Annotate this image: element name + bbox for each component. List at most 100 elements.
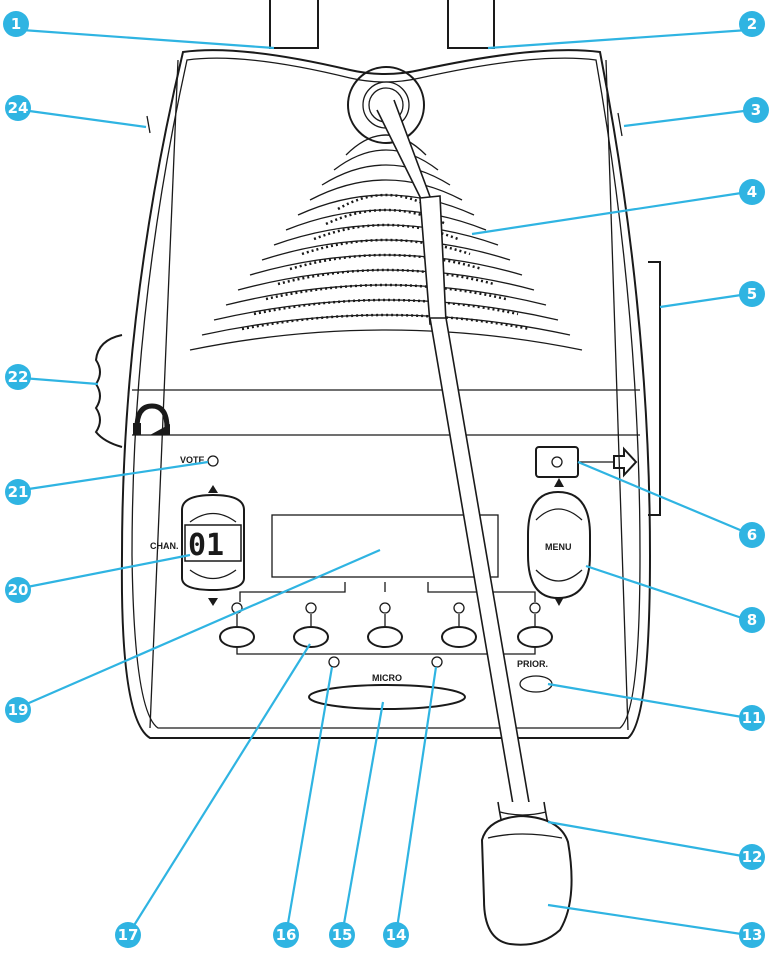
vote-label: VOTE	[180, 455, 205, 465]
callout-2: 2	[739, 11, 765, 37]
function-key-button[interactable]	[517, 626, 553, 648]
priority-key[interactable]: PRIOR.	[517, 659, 553, 693]
grille-slot	[297, 194, 475, 216]
grille-perforation	[337, 193, 435, 211]
callout-1: 1	[3, 11, 29, 37]
grille-perforation	[241, 313, 531, 331]
callout-17: 17	[115, 922, 141, 948]
chan-label: CHAN.	[150, 541, 179, 551]
grille-perforation	[265, 283, 507, 301]
svg-text:16: 16	[276, 926, 297, 944]
grille-slot	[345, 134, 427, 156]
function-keys	[219, 602, 553, 648]
svg-text:19: 19	[8, 701, 29, 719]
callout-4: 4	[739, 179, 765, 205]
callout-24: 24	[5, 95, 31, 121]
function-key-led	[453, 602, 465, 614]
top-connector-left	[269, 0, 319, 49]
svg-text:6: 6	[747, 526, 757, 544]
callout-5: 5	[739, 281, 765, 307]
function-key-led	[379, 602, 391, 614]
callout-15: 15	[329, 922, 355, 948]
function-key-4[interactable]	[441, 602, 477, 648]
micro-led-right	[431, 656, 443, 668]
microphone-key[interactable]: MICRO	[308, 673, 466, 710]
function-key-5[interactable]	[517, 602, 553, 648]
grille-slot	[273, 224, 499, 246]
grille-slot	[309, 179, 463, 201]
callout-20: 20	[5, 577, 31, 603]
function-key-button[interactable]	[219, 626, 255, 648]
micro-label: MICRO	[372, 673, 402, 683]
svg-text:12: 12	[742, 848, 763, 866]
svg-text:3: 3	[751, 101, 761, 119]
channel-selector[interactable]: CHAN. 01	[150, 485, 245, 606]
function-key-1[interactable]	[219, 602, 255, 648]
grille-perforation	[277, 268, 495, 286]
svg-text:24: 24	[8, 99, 29, 117]
microphone	[347, 66, 573, 946]
svg-text:13: 13	[742, 926, 763, 944]
loudspeaker-grille	[189, 134, 583, 351]
svg-text:22: 22	[8, 368, 29, 386]
grille-slot	[189, 329, 583, 351]
grille-slot	[213, 299, 559, 321]
grille-slot	[237, 269, 535, 291]
headphone-volume-knob[interactable]	[94, 334, 123, 448]
grille-slot	[333, 149, 439, 171]
svg-text:2: 2	[747, 15, 757, 33]
grille-slot	[261, 239, 511, 261]
svg-text:21: 21	[8, 483, 29, 501]
svg-text:8: 8	[747, 611, 757, 629]
prior-label: PRIOR.	[517, 659, 548, 669]
svg-text:11: 11	[742, 709, 763, 727]
svg-text:20: 20	[8, 581, 29, 599]
callout-21: 21	[5, 479, 31, 505]
callout-13: 13	[739, 922, 765, 948]
grille-slot	[321, 164, 451, 186]
top-connector-right	[447, 0, 495, 49]
grille-perforation	[253, 298, 519, 316]
micro-led-left	[328, 656, 340, 668]
callout-11: 11	[739, 705, 765, 731]
function-key-3[interactable]	[367, 602, 403, 648]
svg-text:14: 14	[386, 926, 407, 944]
svg-text:1: 1	[11, 15, 21, 33]
grille-perforation	[289, 253, 483, 271]
callout-19: 19	[5, 697, 31, 723]
function-key-led	[529, 602, 541, 614]
svg-text:5: 5	[747, 285, 757, 303]
grille-slot	[249, 254, 523, 276]
function-key-button[interactable]	[441, 626, 477, 648]
callout-16: 16	[273, 922, 299, 948]
menu-label: MENU	[545, 542, 572, 552]
menu-selector[interactable]: MENU	[527, 478, 591, 606]
grille-slot	[225, 284, 547, 306]
function-key-button[interactable]	[367, 626, 403, 648]
svg-text:17: 17	[118, 926, 139, 944]
headphone-icon	[133, 403, 170, 435]
vote-led: VOTE	[180, 455, 219, 467]
unit-housing	[120, 49, 661, 739]
function-key-button[interactable]	[293, 626, 329, 648]
callouts: 1 2 3 4 5 6 8 11 12 13 14 15 16 17 19 20…	[3, 11, 769, 948]
callout-14: 14	[383, 922, 409, 948]
callout-3: 3	[743, 97, 769, 123]
channel-display: 01	[188, 528, 224, 563]
callout-6: 6	[739, 522, 765, 548]
function-key-led	[305, 602, 317, 614]
key-bracket	[236, 648, 536, 655]
callout-8: 8	[739, 607, 765, 633]
arrow-right-icon	[613, 446, 638, 478]
grille-slot	[285, 209, 487, 231]
grille-perforation	[301, 238, 471, 256]
leader-lines	[21, 28, 753, 937]
callout-12: 12	[739, 844, 765, 870]
callout-22: 22	[5, 364, 31, 390]
grille-slot	[201, 314, 571, 336]
svg-text:4: 4	[747, 183, 757, 201]
function-key-2[interactable]	[293, 602, 329, 648]
svg-text:15: 15	[332, 926, 353, 944]
